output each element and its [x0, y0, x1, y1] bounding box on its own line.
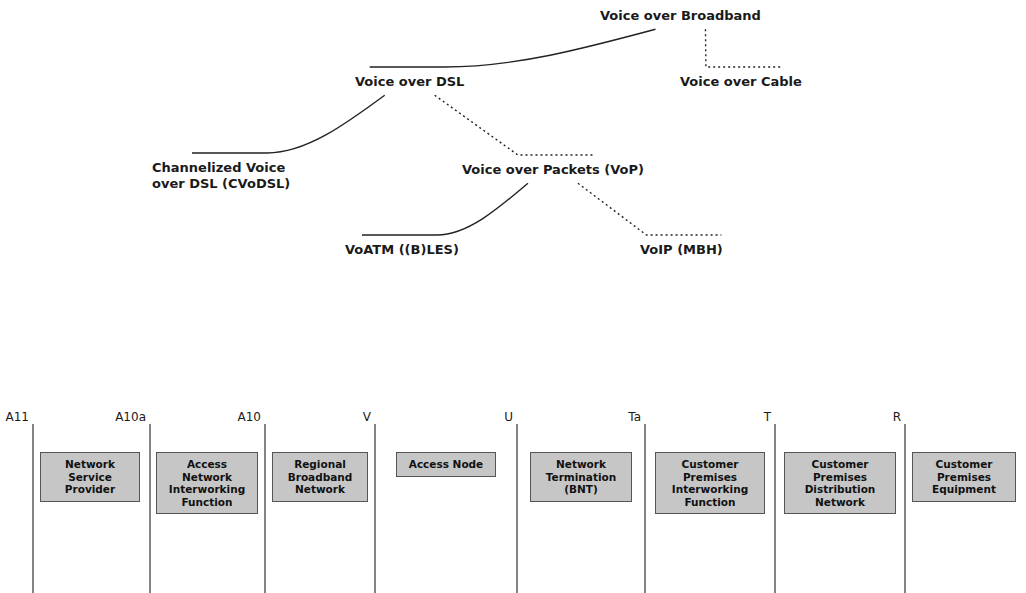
tree-connector: [705, 29, 780, 67]
node-text: Channelized Voice over DSL (CVoDSL): [152, 160, 312, 193]
tree-label: Voice over Packets (VoP): [462, 162, 644, 178]
node-text: Voice over Cable: [680, 74, 802, 90]
tree-label: VoIP (MBH): [640, 242, 723, 258]
reference-line: [32, 424, 33, 593]
reference-point-label: U: [503, 410, 514, 424]
node-text: Access Network Interworking Function: [161, 458, 253, 508]
function-box: Access Node: [396, 452, 496, 477]
tree-connector: [362, 183, 528, 235]
reference-point-label: R: [892, 410, 902, 424]
tree-label: VoATM ((B)LES): [345, 242, 459, 258]
node-text: Customer Premises Interworking Function: [660, 458, 760, 508]
node-text: Network Termination (BNT): [535, 458, 627, 496]
node-text: Regional Broadband Network: [277, 458, 363, 496]
tree-label: Channelized Voice over DSL (CVoDSL): [152, 160, 312, 193]
reference-point-label: V: [362, 410, 372, 424]
node-text: VoATM ((B)LES): [345, 242, 459, 258]
node-text: Network Service Provider: [45, 458, 135, 496]
reference-point-label: T: [763, 410, 772, 424]
function-box: Customer Premises Interworking Function: [655, 452, 765, 514]
function-box: Customer Premises Equipment: [912, 452, 1016, 502]
tree-connector: [578, 183, 721, 235]
function-box: Access Network Interworking Function: [156, 452, 258, 514]
reference-line: [774, 424, 775, 593]
function-box: Customer Premises Distribution Network: [784, 452, 896, 514]
reference-line: [374, 424, 375, 593]
node-text: Access Node: [401, 458, 491, 471]
node-text: Voice over Broadband: [600, 8, 761, 24]
function-box: Network Service Provider: [40, 452, 140, 502]
reference-point-label: A10: [237, 410, 262, 424]
node-text: Customer Premises Distribution Network: [789, 458, 891, 508]
node-text: Voice over Packets (VoP): [462, 162, 644, 178]
function-box: Regional Broadband Network: [272, 452, 368, 502]
tree-connector: [192, 95, 385, 153]
node-text: Customer Premises Equipment: [917, 458, 1011, 496]
reference-line: [516, 424, 517, 593]
tree-label: Voice over DSL: [355, 74, 464, 90]
tree-label: Voice over Cable: [680, 74, 802, 90]
reference-line: [264, 424, 265, 593]
reference-point-label: Ta: [627, 410, 642, 424]
reference-point-label: A11: [5, 410, 30, 424]
reference-line: [149, 424, 150, 593]
tree-connector: [435, 95, 593, 155]
tree-label: Voice over Broadband: [600, 8, 761, 24]
reference-line: [904, 424, 905, 593]
node-text: Voice over DSL: [355, 74, 464, 90]
reference-line: [644, 424, 645, 593]
reference-point-label: A10a: [114, 410, 147, 424]
function-box: Network Termination (BNT): [530, 452, 632, 502]
node-text: VoIP (MBH): [640, 242, 723, 258]
tree-connector: [370, 29, 656, 67]
